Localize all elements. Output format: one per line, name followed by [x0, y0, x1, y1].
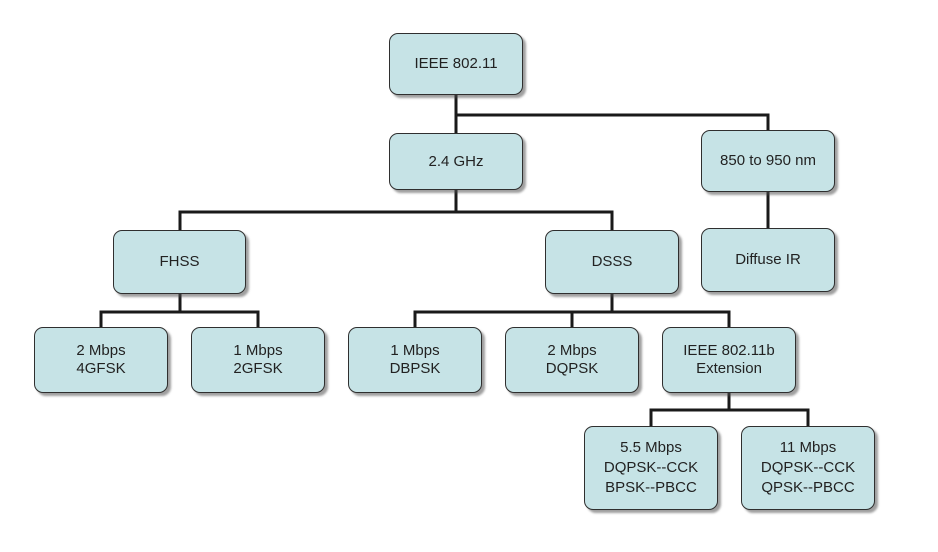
node-label-line-2: DQPSK--CCK [760, 459, 856, 476]
node-label-line-2: DQPSK--CCK [603, 459, 699, 476]
node-dsss-1-mbps: 1 Mbps DBPSK [348, 327, 482, 393]
node-label-line-1: 11 Mbps [779, 439, 837, 456]
node-dsss-2-mbps: 2 Mbps DQPSK [505, 327, 639, 393]
node-label-line-2: DBPSK [389, 360, 441, 377]
node-label-line-1: 2 Mbps [76, 342, 126, 359]
node-diffuse-ir: Diffuse IR [701, 228, 835, 292]
node-fhss-1-mbps: 1 Mbps 2GFSK [191, 327, 325, 393]
node-850-950-nm: 850 to 950 nm [701, 130, 835, 192]
node-fhss-2-mbps: 2 Mbps 4GFSK [34, 327, 168, 393]
node-label-line-1: IEEE 802.11b [683, 342, 775, 359]
node-ieee-802-11: IEEE 802.11 [389, 33, 523, 95]
node-label: Diffuse IR [735, 251, 801, 268]
node-label-line-2: DQPSK [545, 360, 599, 377]
node-label-line-2: Extension [696, 360, 762, 377]
node-label: 2.4 GHz [428, 152, 484, 170]
node-label-line-1: 5.5 Mbps [620, 439, 682, 456]
node-label-line-3: BPSK--PBCC [605, 479, 697, 496]
node-2-4-ghz: 2.4 GHz [389, 133, 523, 190]
node-fhss: FHSS [113, 230, 246, 294]
node-label-line-2: 4GFSK [76, 360, 126, 377]
node-label: IEEE 802.11 [414, 55, 498, 72]
node-label-line-1: 1 Mbps [233, 342, 283, 359]
node-label: 850 to 950 nm [720, 152, 816, 169]
node-label-line-1: 1 Mbps [390, 342, 440, 359]
node-label: FHSS [159, 253, 200, 270]
node-5-5-mbps: 5.5 Mbps DQPSK--CCK BPSK--PBCC [584, 426, 718, 510]
node-label-line-1: 2 Mbps [547, 342, 597, 359]
node-label: DSSS [591, 253, 633, 270]
node-11-mbps: 11 Mbps DQPSK--CCK QPSK--PBCC [741, 426, 875, 510]
node-dsss: DSSS [545, 230, 679, 294]
node-label-line-3: QPSK--PBCC [761, 479, 855, 496]
node-ieee-802-11b-extension: IEEE 802.11b Extension [662, 327, 796, 393]
node-label-line-2: 2GFSK [233, 360, 283, 377]
